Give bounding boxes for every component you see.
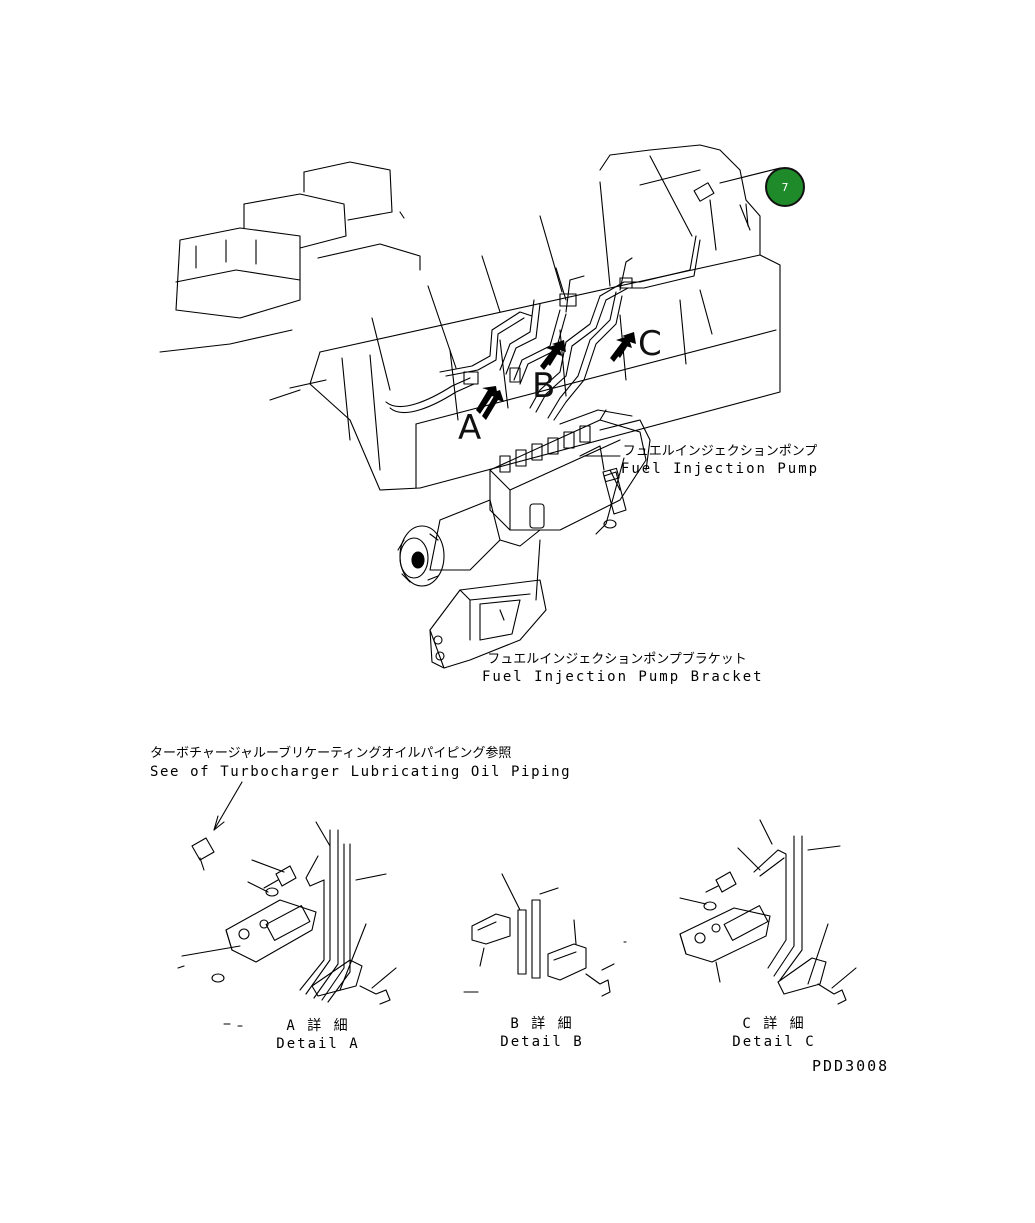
detail-b-title-jp: B 詳 細: [510, 1016, 574, 1032]
detail-c-title-en: Detail C: [732, 1034, 816, 1050]
part-callout-7[interactable]: 7: [765, 167, 805, 207]
fuel-injection-lines: [371, 155, 781, 421]
section-marker-b: B: [532, 366, 556, 406]
pump-bracket-drawing: [429, 579, 547, 669]
detail-c-drawing: [679, 819, 857, 1005]
reference-note-en: See of Turbocharger Lubricating Oil Pipi…: [150, 764, 572, 780]
detail-c-title-jp: C 詳 細: [742, 1016, 806, 1032]
detail-b-title-en: Detail B: [500, 1034, 584, 1050]
bracket-label-jp: フュエルインジェクションポンプブラケット: [487, 652, 747, 667]
fuel-injection-pump-drawing: [397, 409, 651, 601]
detail-a-title-en: Detail A: [276, 1036, 360, 1052]
reference-note-jp: ターボチャージャルーブリケーティングオイルパイピング参照: [150, 746, 512, 761]
detail-a-title-jp: A 詳 細: [286, 1018, 350, 1034]
detail-b-drawing: [463, 873, 627, 997]
bracket-label-en: Fuel Injection Pump Bracket: [482, 669, 764, 685]
pump-label-en: Fuel Injection Pump: [620, 461, 820, 477]
drawing-code: PDD3008: [812, 1057, 890, 1075]
pump-label-jp: フュエルインジェクションポンプ: [622, 444, 818, 459]
section-marker-c: C: [638, 324, 662, 364]
section-marker-a: A: [458, 408, 482, 448]
view-arrows: [476, 332, 636, 420]
detail-a-drawing: [177, 781, 397, 1027]
